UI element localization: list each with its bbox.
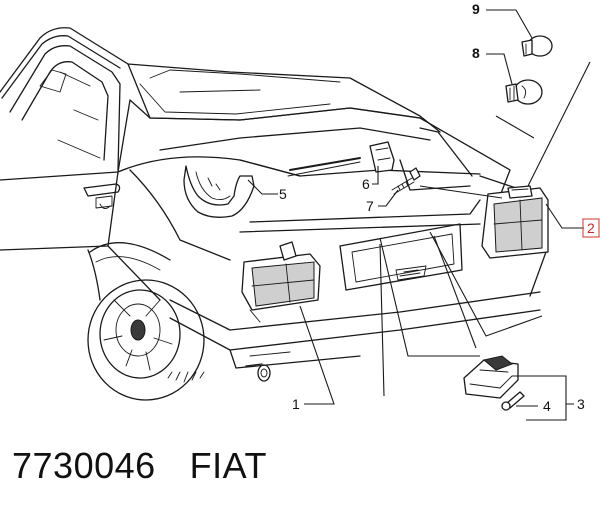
callout-2: 2: [587, 220, 595, 236]
mounting-screw-part: [391, 167, 421, 195]
callout-4: 4: [543, 398, 551, 414]
brand-name: FIAT: [189, 445, 267, 486]
car-body-drawing: [0, 27, 547, 401]
leader-lines: [247, 9, 591, 421]
callout-8: 8: [472, 45, 480, 61]
right-tail-light: [481, 185, 549, 259]
callout-1: 1: [292, 396, 300, 412]
callout-7: 7: [366, 198, 374, 214]
left-tail-light: [241, 241, 321, 311]
license-plate-lamp: [463, 355, 519, 399]
callout-9: 9: [472, 1, 480, 17]
callout-3: 3: [577, 396, 585, 412]
trim-cover-part: [183, 165, 255, 218]
callout-5: 5: [279, 186, 287, 202]
plate-lamp-bulb: [501, 391, 525, 411]
mounting-bracket-part: [369, 141, 395, 173]
tail-bulb-small: [521, 35, 553, 57]
callout-6: 6: [362, 176, 370, 192]
exploded-parts-diagram: 1 2 3 4 5 6 7 8 9: [0, 1, 600, 421]
tail-bulb-large: [505, 79, 543, 105]
part-number: 7730046: [12, 445, 156, 486]
part-caption: 7730046 FIAT: [12, 444, 267, 488]
callout-2-highlight-box: [582, 218, 600, 238]
